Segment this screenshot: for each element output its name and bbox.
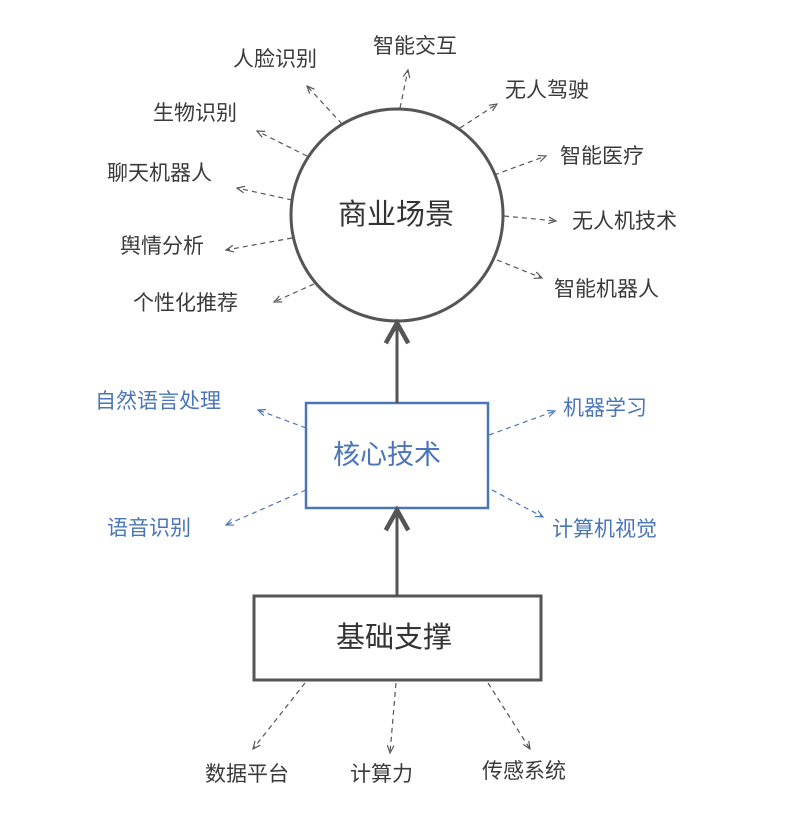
- edge-computer-vision: [491, 489, 543, 517]
- edge-machine-learning: [488, 411, 555, 436]
- scene-smart-interaction: 智能交互: [373, 34, 457, 58]
- scene-personalized-rec: 个性化推荐: [133, 291, 238, 315]
- core-label: 核心技术: [333, 440, 441, 471]
- tech-nlp: 自然语言处理: [95, 389, 221, 413]
- foundation-data-platform: 数据平台: [205, 762, 289, 786]
- foundation-sensor-system: 传感系统: [482, 759, 566, 783]
- scene-drone-tech: 无人机技术: [572, 209, 677, 233]
- edge-face-recognition: [307, 86, 343, 125]
- edge-smart-robot: [496, 259, 542, 278]
- tech-machine-learning: 机器学习: [563, 396, 647, 420]
- foundation-label: 基础支撑: [336, 620, 453, 654]
- scene-chatbot: 聊天机器人: [107, 161, 212, 185]
- edge-sentiment-analysis: [226, 237, 293, 250]
- edge-chatbot: [237, 188, 293, 201]
- scene-smart-robot: 智能机器人: [554, 277, 659, 301]
- edge-speech-recognition: [226, 489, 307, 525]
- tech-speech-recognition: 语音识别: [107, 516, 191, 540]
- scene-biometrics: 生物识别: [153, 101, 237, 125]
- edge-personalized-rec: [274, 283, 315, 302]
- scene-smart-medical: 智能医疗: [560, 144, 644, 168]
- edge-biometrics: [257, 131, 308, 157]
- foundation-computing-power: 计算力: [350, 762, 413, 786]
- edge-drone-tech: [503, 215, 556, 221]
- scene-sentiment-analysis: 舆情分析: [120, 234, 204, 258]
- edge-smart-interaction: [399, 70, 408, 109]
- edge-computing-power: [390, 682, 397, 753]
- edge-nlp: [258, 410, 307, 429]
- edge-autonomous-driving: [459, 104, 497, 129]
- edge-data-platform: [253, 682, 306, 749]
- scene-face-recognition: 人脸识别: [233, 47, 317, 71]
- tech-computer-vision: 计算机视觉: [552, 517, 657, 541]
- business-label: 商业场景: [338, 197, 455, 231]
- scene-autonomous-driving: 无人驾驶: [505, 78, 589, 102]
- edge-sensor-system: [487, 682, 530, 749]
- edge-smart-medical: [493, 156, 546, 176]
